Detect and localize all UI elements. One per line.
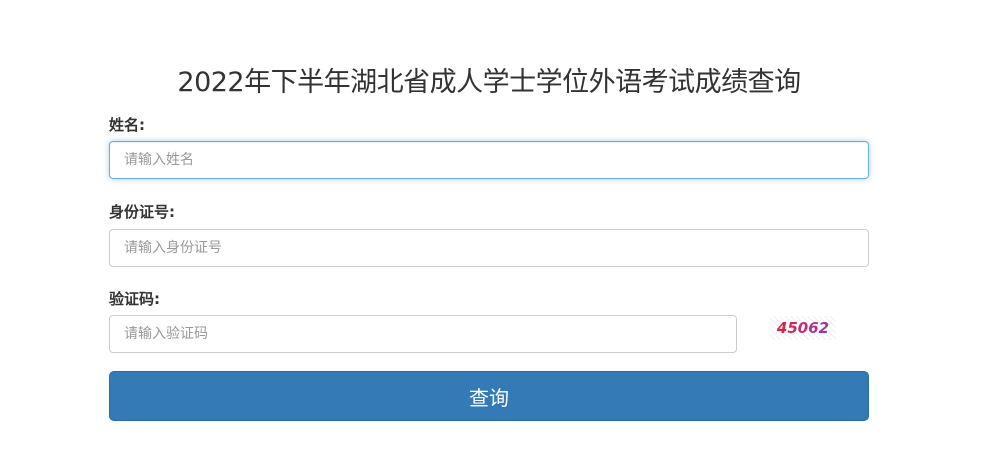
captcha-label: 验证码: (109, 290, 160, 308)
captcha-input[interactable] (109, 315, 737, 353)
name-input[interactable] (109, 141, 869, 179)
captcha-image[interactable]: 45062 (770, 316, 836, 340)
id-number-input[interactable] (109, 229, 869, 267)
page-title: 2022年下半年湖北省成人学士学位外语考试成绩查询 (177, 67, 801, 99)
query-button[interactable]: 查询 (109, 371, 869, 421)
captcha-text: 45062 (776, 319, 830, 337)
id-number-label: 身份证号: (109, 203, 175, 221)
name-label: 姓名: (109, 116, 145, 134)
